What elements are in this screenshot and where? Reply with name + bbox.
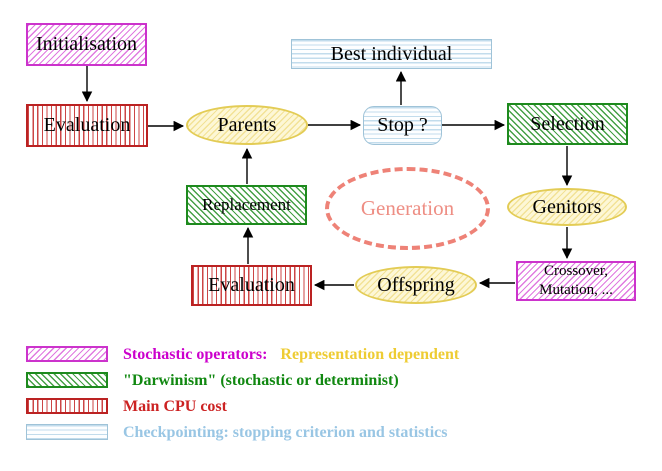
legend-label-representation-dependent: Representation dependent xyxy=(280,346,460,363)
node-evaluation-bottom: Evaluation xyxy=(191,265,312,306)
node-selection: Selection xyxy=(507,103,628,145)
legend-label-stochastic-operators: Stochastic operators: xyxy=(123,346,268,363)
node-selection-label: Selection xyxy=(530,112,605,135)
legend-swatch-stochastic-operators xyxy=(26,346,108,362)
node-evaluation-top-label: Evaluation xyxy=(43,114,131,136)
node-evaluation-top: Evaluation xyxy=(26,104,148,147)
legend-row-main-cpu-cost: Main CPU cost xyxy=(123,396,227,418)
node-crossover-label: Crossover, xyxy=(544,263,608,280)
node-best-individual: Best individual xyxy=(291,39,492,69)
legend-row-stochastic-operators: Stochastic operators: Representation dep… xyxy=(123,344,459,366)
node-stop: Stop ? xyxy=(363,106,442,145)
node-replacement-label: Replacement xyxy=(202,195,291,215)
node-mutation-label: Mutation, ... xyxy=(539,282,613,298)
legend-label-darwinism: "Darwinism" (stochastic or determinist) xyxy=(123,372,399,389)
legend-label-main-cpu-cost: Main CPU cost xyxy=(123,398,227,415)
node-genitors-label: Genitors xyxy=(532,195,602,218)
generation-loop-ellipse: Generation xyxy=(325,167,490,250)
node-parents: Parents xyxy=(186,105,308,145)
legend-label-checkpointing: Checkpointing: stopping criterion and st… xyxy=(123,424,448,441)
node-parents-label: Parents xyxy=(217,113,277,136)
legend-swatch-darwinism xyxy=(26,372,108,388)
generation-loop-label: Generation xyxy=(360,196,455,221)
node-crossover-mutation: Crossover, Mutation, ... xyxy=(516,261,636,301)
legend-row-darwinism: "Darwinism" (stochastic or determinist) xyxy=(123,370,399,392)
node-offspring: Offspring xyxy=(355,266,477,304)
node-initialisation-label: Initialisation xyxy=(35,33,138,55)
legend-swatch-checkpointing xyxy=(26,424,108,440)
node-evaluation-bottom-label: Evaluation xyxy=(208,274,295,296)
legend-row-checkpointing: Checkpointing: stopping criterion and st… xyxy=(123,422,447,444)
node-genitors: Genitors xyxy=(507,188,627,226)
node-offspring-label: Offspring xyxy=(377,273,455,296)
node-replacement: Replacement xyxy=(186,185,307,225)
node-initialisation: Initialisation xyxy=(26,23,147,66)
node-best-individual-label: Best individual xyxy=(330,42,453,65)
legend-swatch-main-cpu-cost xyxy=(26,398,108,414)
node-stop-label: Stop ? xyxy=(377,114,428,136)
